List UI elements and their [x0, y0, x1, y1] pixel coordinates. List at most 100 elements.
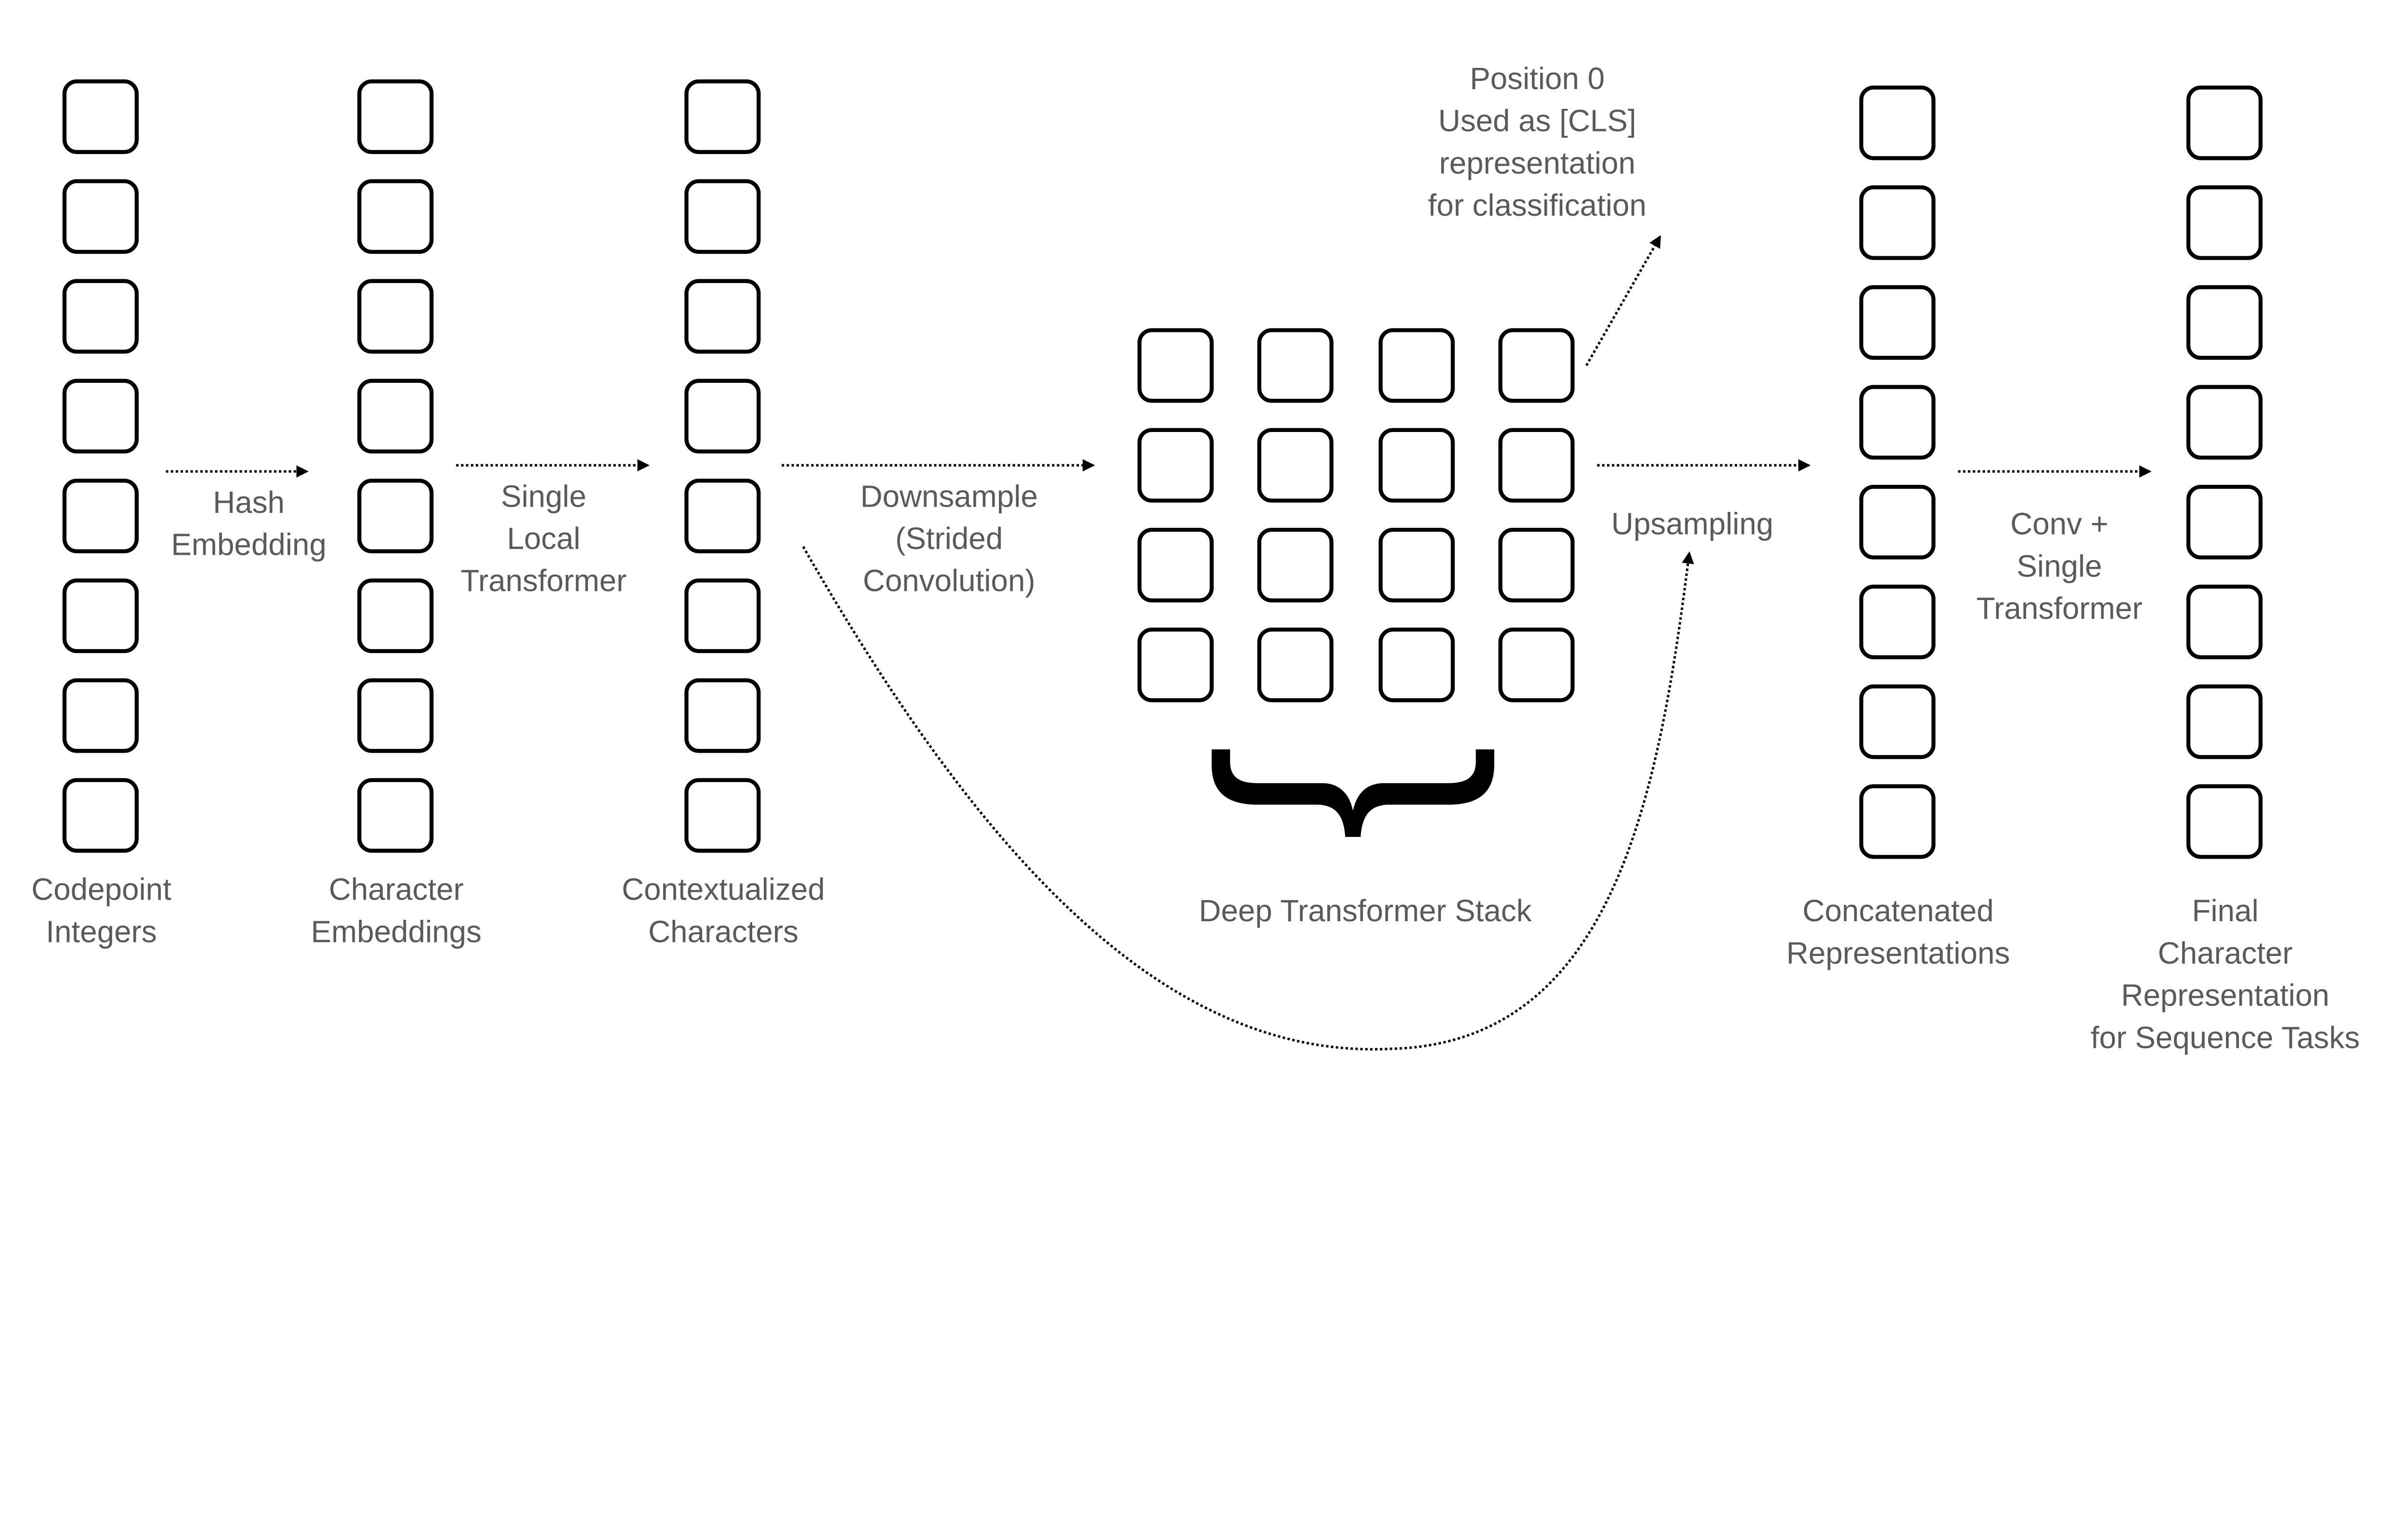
- deep-transformer-stack-label: Deep Transformer Stack: [1199, 893, 1531, 928]
- codepoint-integers-label-line: Codepoint: [31, 872, 171, 907]
- hash-embedding-label-line: Embedding: [171, 527, 327, 562]
- codepoint-integers-label-line: Integers: [46, 914, 157, 949]
- final-character-representation-label-line: Final: [2192, 893, 2258, 928]
- downsampled-box: [1137, 428, 1214, 503]
- conv-single-transformer-label-line: Single: [2017, 549, 2102, 583]
- final-repr-box: [2186, 684, 2263, 759]
- contextualized-characters-label-line: Contextualized: [622, 872, 825, 907]
- downsampled-box: [1378, 428, 1455, 503]
- char-embedding-box: [357, 79, 434, 154]
- hash-embedding-label-line: Hash: [213, 485, 285, 520]
- downsampled-box: [1137, 527, 1214, 602]
- codepoint-box: [62, 179, 139, 254]
- final-repr-box: [2186, 784, 2263, 859]
- cls-position-label-line: Position 0: [1470, 61, 1605, 96]
- final-repr-box: [2186, 385, 2263, 460]
- char-embedding-box: [357, 778, 434, 853]
- contextual-char-box: [684, 778, 761, 853]
- final-repr-box: [2186, 285, 2263, 360]
- contextual-char-box: [684, 379, 761, 454]
- final-character-representation-label-line: Representation: [2121, 978, 2329, 1013]
- codepoint-box: [62, 778, 139, 853]
- downsample-label-line: Convolution): [863, 563, 1035, 598]
- downsampled-box: [1378, 527, 1455, 602]
- downsampled-box: [1257, 627, 1334, 703]
- deep-stack-brace: [1211, 749, 1494, 837]
- cls-arrow: [1585, 235, 1662, 366]
- downsampled-box: [1378, 328, 1455, 403]
- deep-transformer-stack-label-line: Deep Transformer Stack: [1199, 893, 1531, 928]
- downsampled-box: [1498, 527, 1575, 602]
- contextualized-characters-label-line: Characters: [648, 914, 798, 949]
- final-repr-box: [2186, 484, 2263, 560]
- single-local-transformer-label-line: Single: [501, 479, 586, 513]
- contextual-char-box: [684, 179, 761, 254]
- contextual-char-box: [684, 279, 761, 354]
- contextual-char-box: [684, 478, 761, 553]
- char-embedding-box: [357, 478, 434, 553]
- codepoint-box: [62, 79, 139, 154]
- downsampled-box: [1137, 627, 1214, 703]
- conv-single-transformer-label-line: Transformer: [1976, 591, 2143, 626]
- concat-repr-box: [1859, 185, 1936, 260]
- codepoint-box: [62, 279, 139, 354]
- downsampled-box: [1257, 428, 1334, 503]
- codepoint-box: [62, 478, 139, 553]
- char-embedding-box: [357, 678, 434, 753]
- concat-repr-box: [1859, 484, 1936, 560]
- residual-skip-curve: [802, 546, 1694, 1051]
- downsampled-box: [1137, 328, 1214, 403]
- codepoint-box: [62, 678, 139, 753]
- downsampled-box: [1378, 627, 1455, 703]
- char-embedding-box: [357, 379, 434, 454]
- single-local-transformer-label-line: Local: [507, 521, 580, 556]
- cls-position-label-line: Used as [CLS]: [1438, 104, 1636, 138]
- downsampled-box: [1257, 527, 1334, 602]
- concatenated-representations-label-line: Concatenated: [1803, 893, 1994, 928]
- upsampling-label: Upsampling: [1611, 507, 1774, 541]
- downsampled-box: [1257, 328, 1334, 403]
- concat-repr-box: [1859, 385, 1936, 460]
- upsampling-label-line: Upsampling: [1611, 507, 1774, 541]
- contextual-char-box: [684, 578, 761, 653]
- final-repr-box: [2186, 85, 2263, 160]
- concat-repr-box: [1859, 285, 1936, 360]
- codepoint-box: [62, 379, 139, 454]
- char-embedding-box: [357, 279, 434, 354]
- final-character-representation-label-line: for Sequence Tasks: [2091, 1020, 2360, 1055]
- character-embeddings-label-line: Character: [329, 872, 464, 907]
- downsample-label-line: Downsample: [860, 479, 1038, 513]
- cls-position-label-line: representation: [1439, 145, 1636, 180]
- downsample-label-line: (Strided: [895, 521, 1003, 556]
- single-local-transformer-label-line: Transformer: [460, 563, 627, 598]
- concatenated-representations-label-line: Representations: [1786, 936, 2010, 970]
- concat-repr-box: [1859, 684, 1936, 759]
- char-embedding-box: [357, 179, 434, 254]
- final-repr-box: [2186, 584, 2263, 659]
- final-repr-box: [2186, 185, 2263, 260]
- character-embeddings-label-line: Embeddings: [311, 914, 481, 949]
- concat-repr-box: [1859, 85, 1936, 160]
- downsampled-box: [1498, 328, 1575, 403]
- char-embedding-box: [357, 578, 434, 653]
- cls-position-label-line: for classification: [1428, 188, 1647, 222]
- downsampled-box: [1498, 428, 1575, 503]
- contextual-char-box: [684, 79, 761, 154]
- concat-repr-box: [1859, 784, 1936, 859]
- final-character-representation-label-line: Character: [2158, 936, 2293, 970]
- codepoint-box: [62, 578, 139, 653]
- concat-repr-box: [1859, 584, 1936, 659]
- cls-position-label: Position 0 Used as [CLS] representation for…: [1428, 61, 1647, 222]
- downsampled-box: [1498, 627, 1575, 703]
- conv-single-transformer-label-line: Conv +: [2010, 507, 2108, 541]
